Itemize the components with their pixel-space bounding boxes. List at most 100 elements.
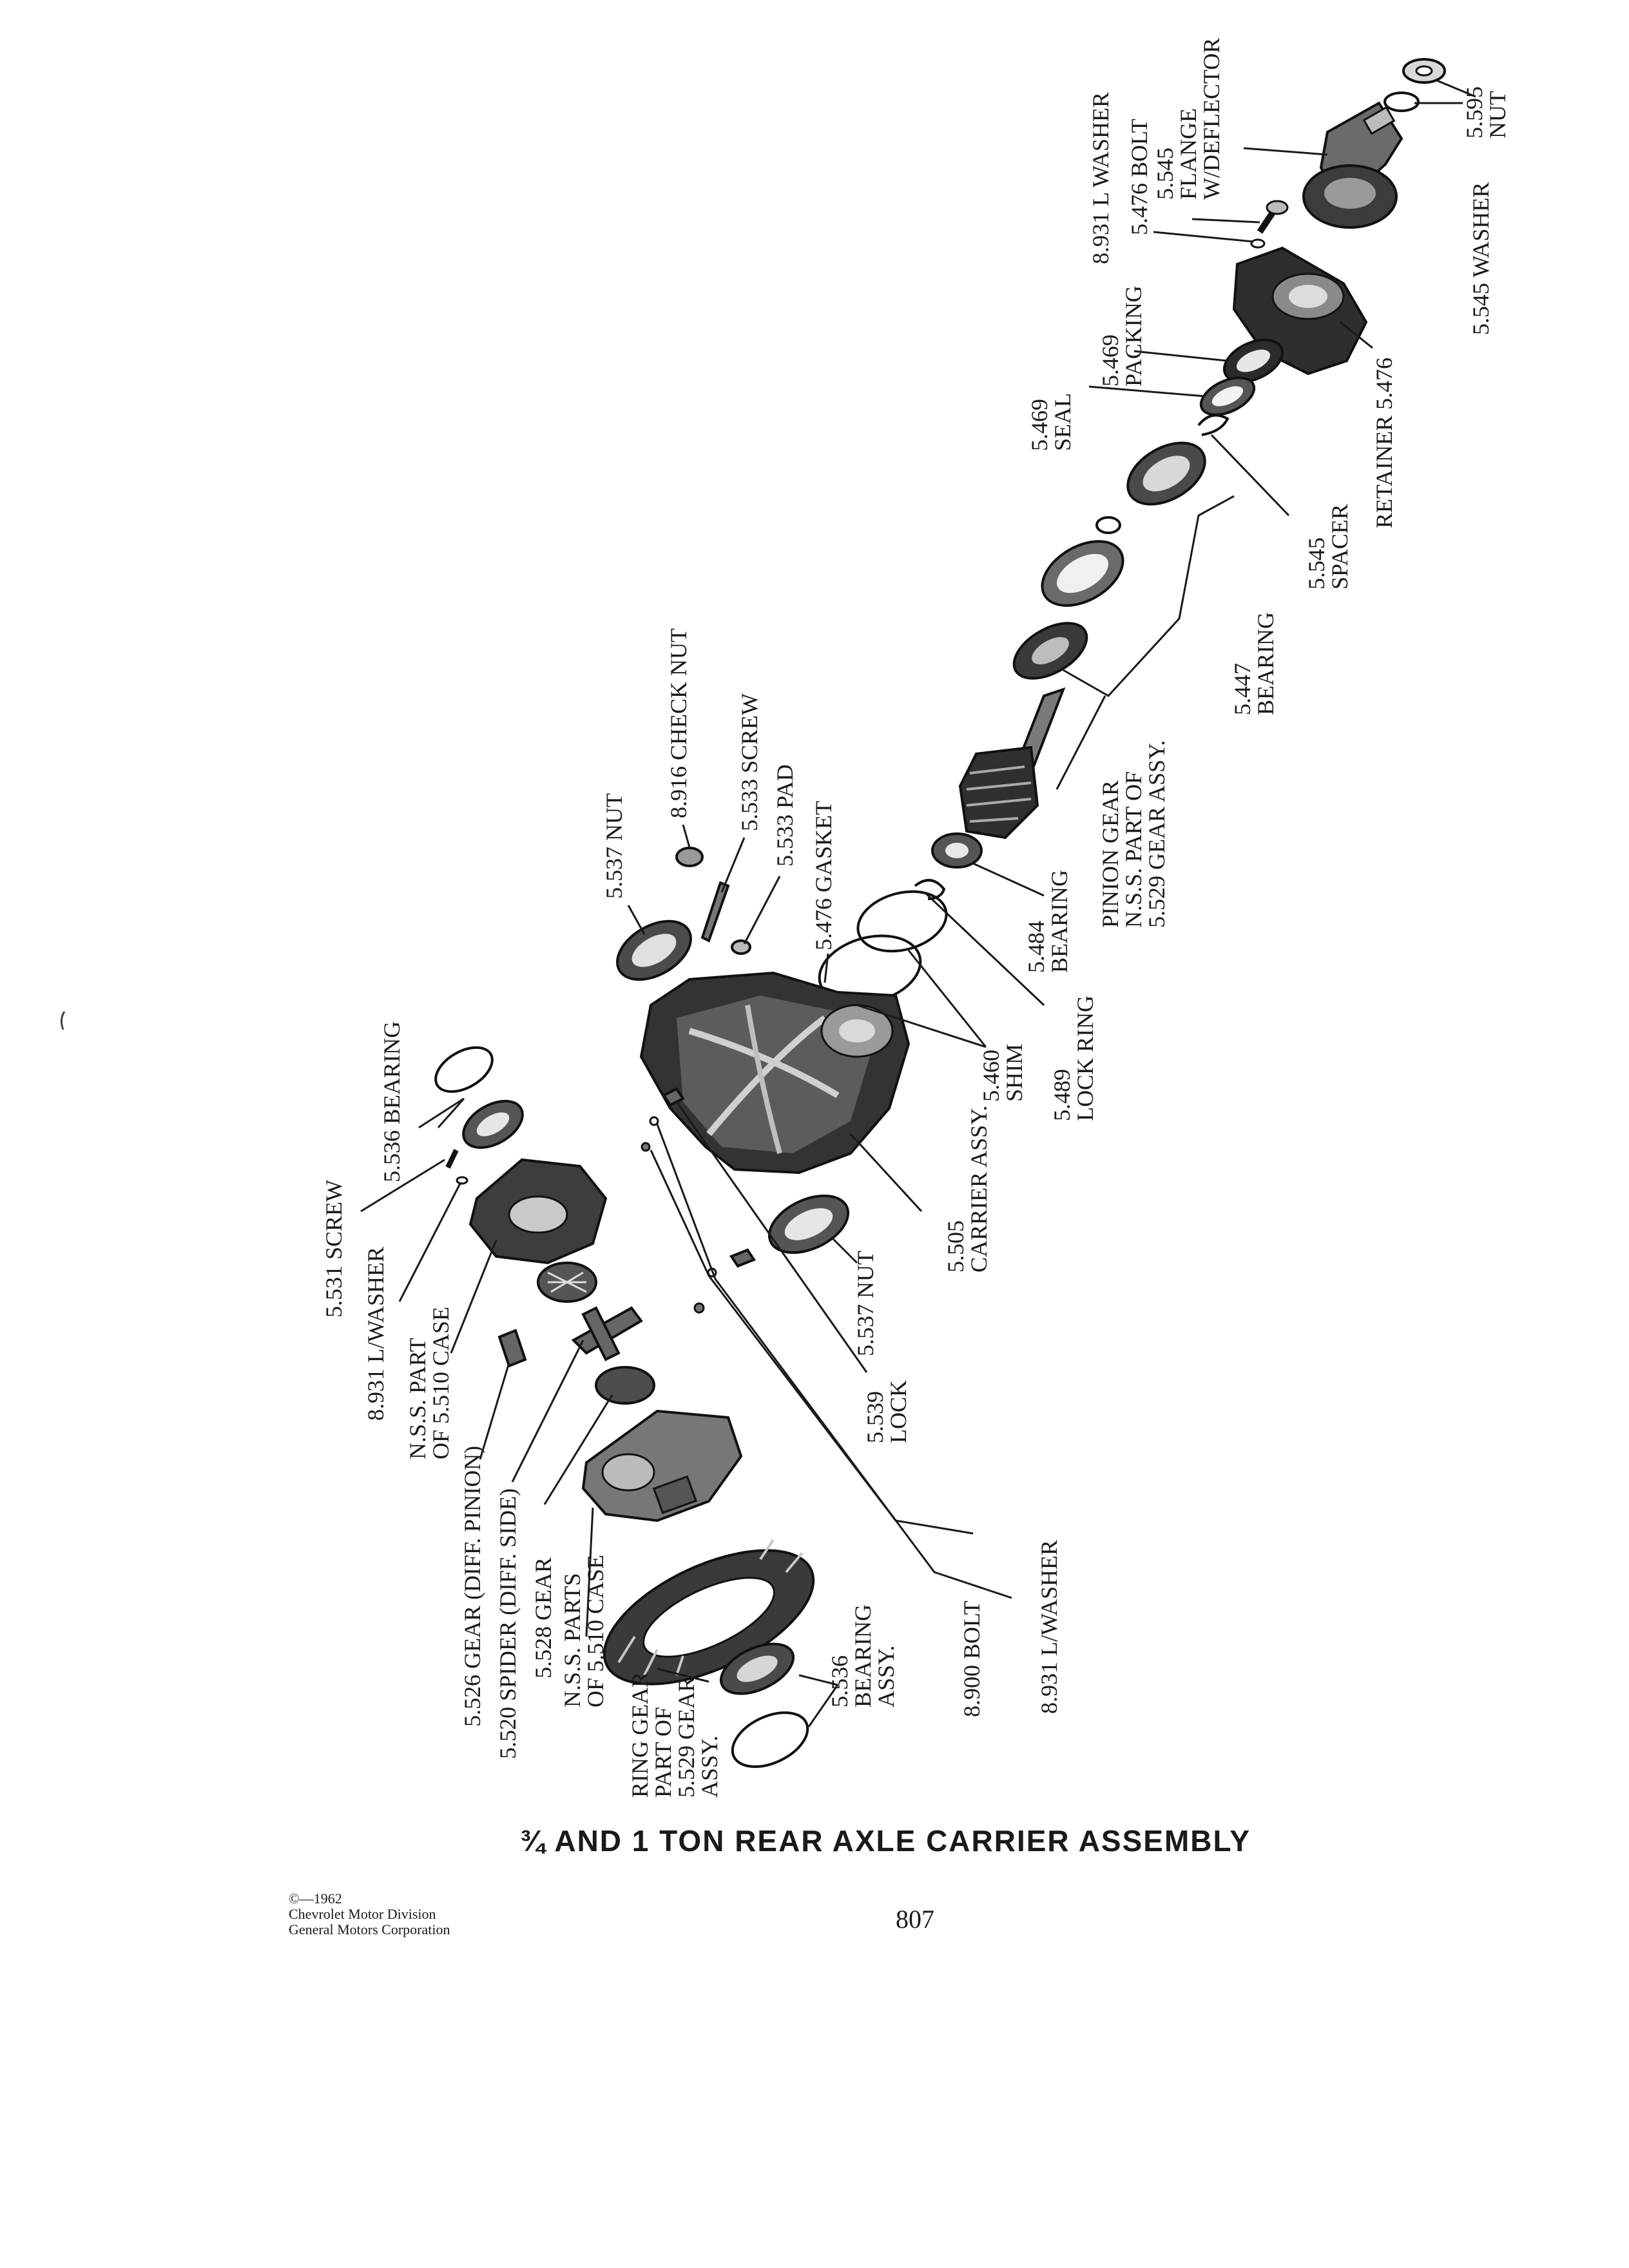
- page-number: 807: [896, 1905, 934, 1934]
- part-bearing-536-assy-cup: [731, 1711, 809, 1768]
- label-bearing-484-l2: BEARING: [1046, 870, 1072, 973]
- label-nss-case-l2: OF 5.510 CASE: [428, 1307, 454, 1459]
- label-bearing-assy-l3: ASSY.: [873, 1646, 899, 1707]
- label-bolt-476: 5.476 BOLT: [1126, 119, 1152, 235]
- part-check-nut-916: [675, 847, 704, 867]
- label-nut-595-l2: NUT: [1485, 91, 1510, 139]
- label-bearing-447-l2: BEARING: [1253, 612, 1278, 715]
- label-checknut-916: 8.916 CHECK NUT: [666, 628, 691, 818]
- label-bearing-assy-l2: BEARING: [850, 1604, 876, 1707]
- label-screw-533: 5.533 SCREW: [737, 693, 762, 831]
- label-packing-l1: 5.469: [1097, 334, 1123, 387]
- label-nss-parts-l2: OF 5.510 CASE: [583, 1555, 608, 1707]
- copyright-line-3: General Motors Corporation: [289, 1921, 450, 1937]
- margin-mark: [60, 1011, 66, 1030]
- part-spider: [571, 1306, 643, 1361]
- part-diff-case: [581, 1409, 743, 1523]
- label-retainer-476: RETAINER 5.476: [1371, 358, 1397, 528]
- copyright-line-2: Chevrolet Motor Division: [289, 1906, 436, 1922]
- label-ringgear-l1: RING GEAR: [627, 1672, 653, 1798]
- label-pad-533: 5.533 PAD: [772, 764, 798, 867]
- label-carrier-l2: CARRIER ASSY.: [966, 1106, 992, 1273]
- label-lwasher-931-left: 8.931 L/WASHER: [363, 1247, 389, 1421]
- part-carrier-assy: [639, 971, 911, 1175]
- label-pinion-l2: N.S.S. PART OF: [1121, 771, 1146, 928]
- part-screw-531: [445, 1149, 459, 1169]
- label-packing-l2: PACKING: [1121, 285, 1146, 387]
- part-side-gear: [537, 1262, 597, 1303]
- part-nut-537-upper: [616, 919, 692, 981]
- diagram-title: ¾ AND 1 TON REAR AXLE CARRIER ASSEMBLY: [519, 1824, 1251, 1858]
- label-nut-537-lower: 5.537 NUT: [853, 1251, 878, 1356]
- part-bearing-536-cone: [462, 1099, 524, 1149]
- part-packing: [1222, 338, 1284, 383]
- label-bearing-assy-l1: 5.536: [827, 1655, 853, 1707]
- label-spider-520: 5.520 SPIDER (DIFF. SIDE): [495, 1488, 521, 1759]
- label-nss-parts-l1: N.S.S. PARTS: [559, 1573, 585, 1707]
- label-seal-l2: SEAL: [1050, 393, 1075, 451]
- label-ringgear-l2: PART OF: [650, 1707, 676, 1798]
- label-lock-539-l1: 5.539: [862, 1391, 888, 1443]
- part-small-ring: [1095, 516, 1121, 534]
- label-shim-l2: SHIM: [1001, 1044, 1027, 1102]
- label-washer-545: 5.545 WASHER: [1468, 182, 1494, 335]
- part-lock-539: [662, 1087, 685, 1107]
- part-bearing-447-outer: [1126, 441, 1206, 506]
- label-flange-l2: FLANGE: [1175, 108, 1201, 200]
- label-bearing-447-l1: 5.447: [1229, 663, 1255, 715]
- part-bearing-447-cone: [1012, 622, 1088, 680]
- part-lock-539-b: [729, 1248, 757, 1268]
- part-nut-537-lower: [767, 1194, 850, 1254]
- part-bolt-900-head: [693, 1302, 705, 1314]
- part-side-gear-528: [595, 1366, 655, 1405]
- part-labels: 5.595 NUT 5.545 FLANGE W/DEFLECTOR 5.476…: [321, 38, 1510, 1798]
- copyright-line-1: ©—1962: [289, 1890, 342, 1907]
- part-pad-533: [731, 939, 751, 955]
- part-diff-pinion-gear: [497, 1329, 527, 1368]
- part-washer-931-small: [649, 1116, 659, 1126]
- label-screw-531: 5.531 SCREW: [321, 1180, 347, 1318]
- label-lockring-l1: 5.489: [1049, 1069, 1075, 1121]
- part-nut-595: [1402, 58, 1446, 84]
- part-spacer: [1197, 414, 1229, 436]
- part-seal: [1199, 376, 1256, 416]
- part-screw-533: [700, 881, 730, 943]
- label-nut-595-l1: 5.595: [1461, 86, 1487, 139]
- label-flange-l3: W/DEFLECTOR: [1199, 38, 1224, 200]
- part-bolt-476: [1250, 200, 1289, 249]
- label-lwasher-931-top: 8.931 L WASHER: [1088, 92, 1113, 264]
- label-pinion-l1: PINION GEAR: [1097, 780, 1123, 928]
- part-flange-deflector: [1302, 101, 1403, 229]
- label-seal-l1: 5.469: [1027, 399, 1052, 451]
- label-ringgear-l3: 5.529 GEAR: [673, 1677, 699, 1798]
- label-nss-case-l1: N.S.S. PART: [405, 1338, 430, 1459]
- label-lwasher-931-bottom: 8.931 L/WASHER: [1036, 1540, 1062, 1714]
- label-ringgear-l4: ASSY.: [697, 1736, 722, 1798]
- label-gear-528: 5.528 GEAR: [530, 1557, 556, 1678]
- part-shim-460: [856, 890, 948, 953]
- part-bearing-484: [931, 832, 983, 869]
- part-washer-545: [1383, 91, 1420, 112]
- label-flange-l1: 5.545: [1152, 148, 1178, 200]
- label-spacer-l1: 5.545: [1304, 537, 1329, 590]
- part-bearing-536-cup: [434, 1046, 494, 1093]
- label-diff-pinion-gear: 5.526 GEAR (DIFF. PINION): [459, 1446, 485, 1727]
- part-bearing-536-assy-cone: [719, 1642, 795, 1695]
- part-bearing-447-cup: [1041, 540, 1124, 607]
- label-lockring-l2: LOCK RING: [1072, 995, 1098, 1121]
- leader-lines: [360, 79, 1476, 1727]
- part-pinion-gear: [958, 687, 1066, 840]
- label-shim-l1: 5.460: [978, 1050, 1004, 1102]
- part-ring-gear: [602, 1539, 815, 1686]
- part-washer-931-upper: [456, 1176, 468, 1185]
- label-lock-539-l2: LOCK: [885, 1380, 911, 1443]
- part-bolt-900-head-b: [641, 1142, 651, 1152]
- part-diff-case-half: [468, 1158, 608, 1265]
- label-bearing-484-l1: 5.484: [1023, 921, 1049, 973]
- parts-illustrations: [60, 58, 1446, 1768]
- label-bolt-900: 8.900 BOLT: [959, 1600, 985, 1717]
- label-pinion-l3: 5.529 GEAR ASSY.: [1144, 740, 1170, 928]
- label-gasket-476: 5.476 GASKET: [811, 801, 836, 950]
- label-spacer-l2: SPACER: [1327, 504, 1353, 590]
